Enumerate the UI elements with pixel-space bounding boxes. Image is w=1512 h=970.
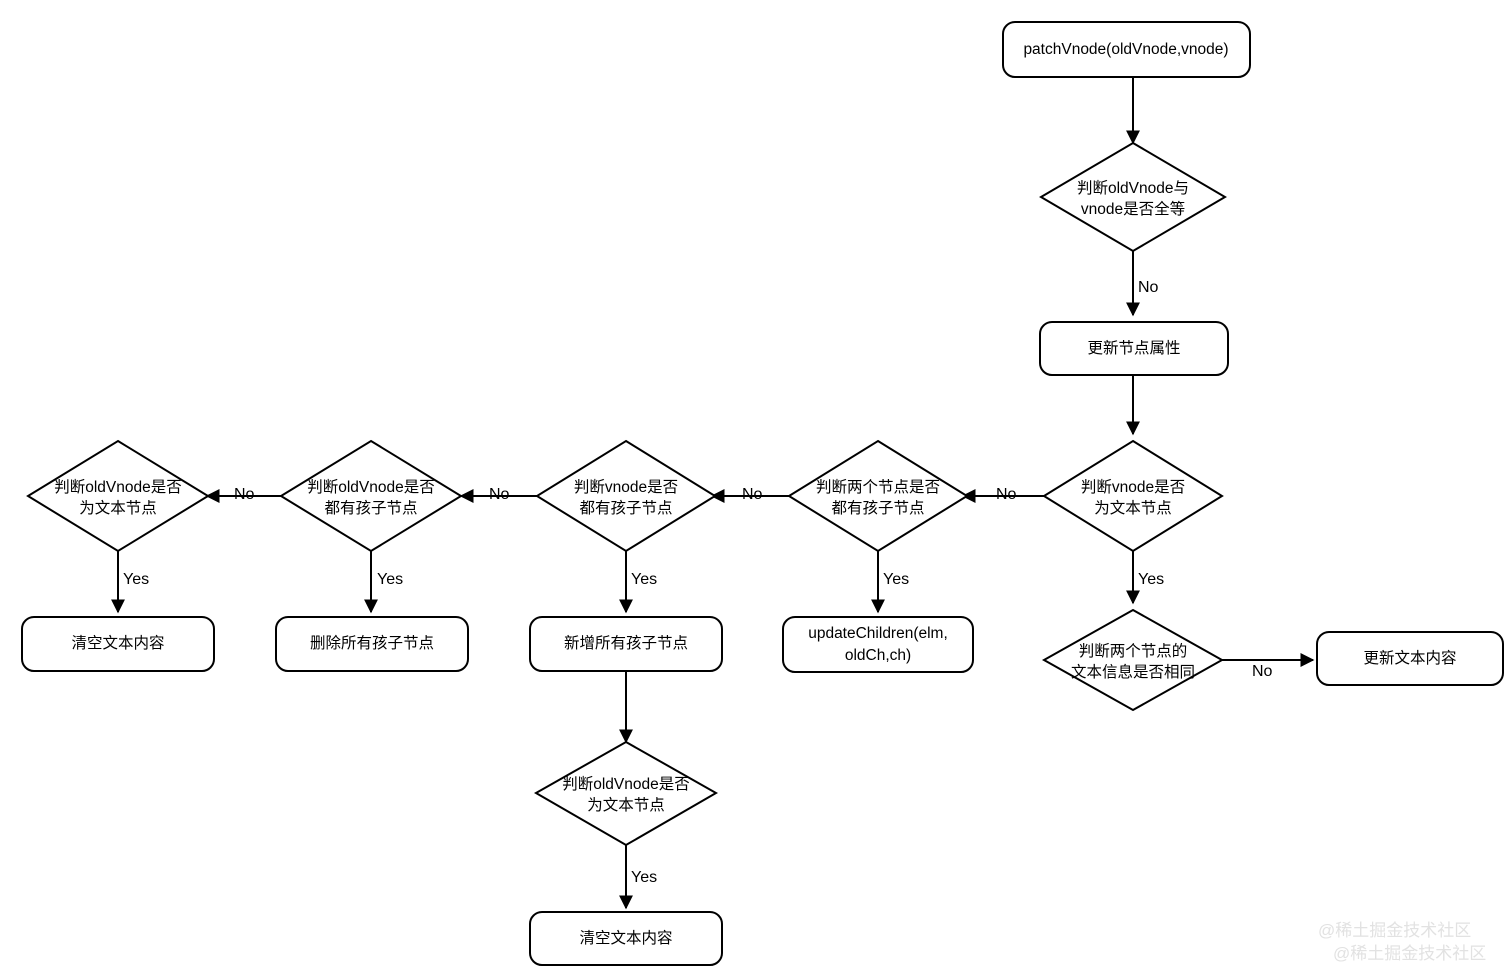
node-decision-both-children-line2: 都有孩子节点 bbox=[831, 499, 924, 517]
node-decision-both-children[interactable] bbox=[787, 439, 969, 553]
node-clear-text-mid[interactable] bbox=[529, 911, 723, 966]
node-decision-oldvnode-children[interactable] bbox=[279, 439, 463, 553]
node-update-text-label: 更新文本内容 bbox=[1363, 649, 1456, 667]
node-update-children-line2: oldCh,ch) bbox=[845, 647, 911, 664]
node-decision-vnode-children-line1: 判断vnode是否 bbox=[574, 478, 678, 496]
node-decision-vnode-children-line2: 都有孩子节点 bbox=[579, 499, 672, 517]
node-clear-text-mid-label: 清空文本内容 bbox=[579, 929, 672, 947]
node-decision-same-line2: vnode是否全等 bbox=[1081, 200, 1185, 218]
node-decision-same[interactable] bbox=[1039, 141, 1227, 253]
node-remove-children-label: 删除所有孩子节点 bbox=[310, 634, 434, 652]
node-decision-vnode-text[interactable] bbox=[1042, 439, 1224, 553]
edge-label-yes-3: Yes bbox=[631, 571, 657, 588]
node-decision-oldvnode-text-mid-line2: 为文本节点 bbox=[587, 796, 665, 814]
node-start[interactable] bbox=[1002, 21, 1251, 78]
edge-label-yes-6: Yes bbox=[631, 869, 657, 886]
node-add-children-label: 新增所有孩子节点 bbox=[564, 634, 688, 652]
node-decision-both-children-line1: 判断两个节点是否 bbox=[816, 478, 940, 496]
node-decision-oldvnode-text-mid-line1: 判断oldVnode是否 bbox=[562, 775, 690, 793]
node-decision-text-same-line2: 文本信息是否相同 bbox=[1071, 663, 1195, 681]
node-decision-oldvnode-text-left-line2: 为文本节点 bbox=[79, 499, 157, 517]
node-update-text[interactable] bbox=[1316, 631, 1504, 686]
node-clear-text-left-label: 清空文本内容 bbox=[71, 634, 164, 652]
node-decision-text-same-line1: 判断两个节点的 bbox=[1079, 642, 1188, 660]
node-decision-oldvnode-children-line1: 判断oldVnode是否 bbox=[307, 478, 435, 496]
edge-label-no-4: No bbox=[742, 486, 763, 503]
edge-label-yes-4: Yes bbox=[377, 571, 403, 588]
node-remove-children[interactable] bbox=[275, 616, 469, 672]
node-update-props[interactable] bbox=[1039, 321, 1229, 376]
edge-label-no-3: No bbox=[996, 486, 1017, 503]
edge-label-no-1: No bbox=[1138, 279, 1159, 296]
node-clear-text-left[interactable] bbox=[21, 616, 215, 672]
node-decision-vnode-children[interactable] bbox=[535, 439, 717, 553]
edge-label-no-2: No bbox=[1252, 663, 1273, 680]
node-decision-same-line1: 判断oldVnode与 bbox=[1077, 179, 1189, 197]
node-decision-oldvnode-children-line2: 都有孩子节点 bbox=[324, 499, 417, 517]
node-decision-oldvnode-text-mid[interactable] bbox=[533, 740, 719, 847]
node-update-children-line1: updateChildren(elm, bbox=[808, 625, 948, 642]
node-decision-oldvnode-text-left[interactable] bbox=[26, 439, 210, 553]
watermark-line-2: @稀土掘金技术社区 bbox=[1333, 944, 1487, 963]
node-start-label: patchVnode(oldVnode,vnode) bbox=[1023, 41, 1228, 58]
node-decision-vnode-text-line2: 为文本节点 bbox=[1094, 499, 1172, 517]
edge-label-yes-1: Yes bbox=[1138, 571, 1164, 588]
node-add-children[interactable] bbox=[529, 616, 723, 672]
node-decision-oldvnode-text-left-line1: 判断oldVnode是否 bbox=[54, 478, 182, 496]
watermark-line-1: @稀土掘金技术社区 bbox=[1318, 921, 1472, 940]
node-decision-vnode-text-line1: 判断vnode是否 bbox=[1081, 478, 1185, 496]
node-update-props-label: 更新节点属性 bbox=[1087, 339, 1180, 357]
node-update-children[interactable] bbox=[782, 616, 974, 673]
edge-label-yes-5: Yes bbox=[123, 571, 149, 588]
edge-label-yes-2: Yes bbox=[883, 571, 909, 588]
edge-label-no-6: No bbox=[234, 486, 255, 503]
node-decision-text-same[interactable] bbox=[1041, 608, 1225, 712]
edge-label-no-5: No bbox=[489, 486, 510, 503]
